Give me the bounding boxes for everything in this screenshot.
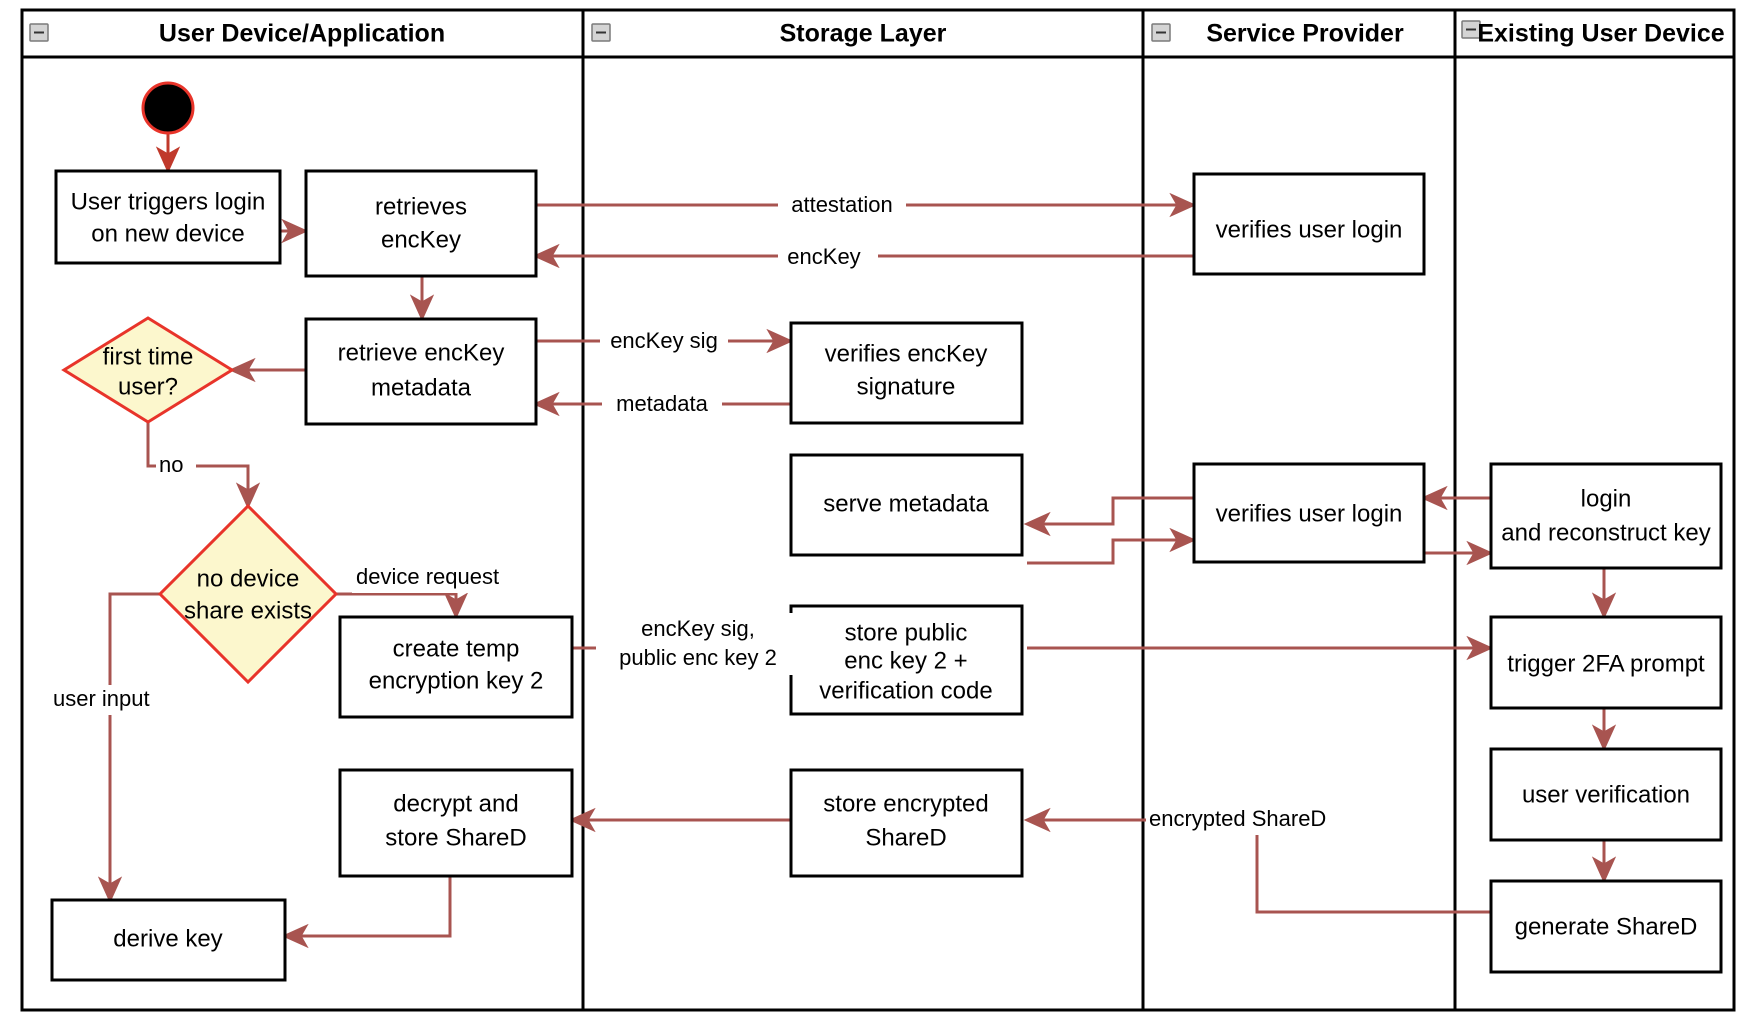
flow-decrypt-to-derive-key	[281, 876, 452, 949]
edge-label-text: device request	[356, 564, 499, 589]
node-retrieve-enckey-metadata[interactable]: retrieve encKey metadata	[304, 317, 538, 426]
edge-label-enckey-sig-public-enc-key-2: encKey sig, public enc key 2	[596, 613, 800, 675]
node-user-triggers-login[interactable]: User triggers login on new device	[54, 169, 282, 265]
node-no-device-share-exists[interactable]: no device share exists	[157, 503, 339, 685]
edge-label-device-request: device request	[352, 563, 520, 593]
node-verifies-enckey-signature[interactable]: verifies encKey signature	[789, 321, 1024, 425]
node-verifies-user-login-1[interactable]: verifies user login	[1192, 172, 1426, 276]
edge-label-text: encKey sig	[610, 328, 718, 353]
lane-title-storage-layer: Storage Layer	[780, 20, 947, 48]
edge-label-no: no	[156, 452, 196, 480]
node-label-line1: no device	[197, 565, 300, 592]
node-label-line2: share exists	[184, 597, 312, 624]
lane-header-storage-layer[interactable]: Storage Layer	[591, 20, 947, 48]
node-label-line2: ShareD	[865, 824, 946, 851]
node-label-line1: verifies user login	[1216, 500, 1403, 527]
edge-label-text-line1: encKey sig,	[641, 616, 755, 641]
node-label-line2: and reconstruct key	[1501, 519, 1710, 546]
lane-header-user-device[interactable]: User Device/Application	[29, 20, 445, 48]
edge-label-text: user input	[53, 686, 150, 711]
node-label-line2: encKey	[381, 226, 461, 253]
node-label-line1: store public	[845, 619, 968, 646]
node-verifies-user-login-2[interactable]: verifies user login	[1192, 462, 1426, 564]
node-label-line1: derive key	[113, 925, 222, 952]
flow-serve-metadata-in	[1023, 496, 1193, 537]
flow-user-input	[97, 592, 160, 904]
edge-label-enckey-sig: encKey sig	[600, 326, 728, 356]
lane-header-existing-user-device[interactable]: Existing User Device	[1461, 20, 1725, 48]
edge-label-text: encKey	[787, 244, 860, 269]
node-user-verification[interactable]: user verification	[1489, 747, 1723, 842]
node-label-line1: retrieves	[375, 193, 467, 220]
flow-serve-metadata-out	[1027, 527, 1197, 565]
node-start[interactable]	[141, 81, 195, 135]
node-store-public-enc-key-2[interactable]: store public enc key 2 + verification co…	[789, 604, 1024, 716]
node-label-line2: store ShareD	[385, 824, 526, 851]
node-serve-metadata[interactable]: serve metadata	[789, 453, 1024, 557]
node-trigger-2fa-prompt[interactable]: trigger 2FA prompt	[1489, 615, 1723, 710]
node-label-line1: serve metadata	[823, 490, 989, 517]
node-label-line2: encryption key 2	[369, 667, 544, 694]
lane-title-user-device: User Device/Application	[159, 20, 445, 48]
node-create-temp-encryption-key-2[interactable]: create temp encryption key 2	[338, 615, 574, 719]
lane-header-service-provider[interactable]: Service Provider	[1151, 20, 1404, 48]
node-label-line1: trigger 2FA prompt	[1507, 650, 1705, 677]
node-decrypt-and-store-shared[interactable]: decrypt and store ShareD	[338, 768, 574, 878]
flow-encrypted-shared	[1023, 807, 1490, 914]
node-login-and-reconstruct-key[interactable]: login and reconstruct key	[1489, 462, 1723, 570]
edge-label-text: metadata	[616, 391, 708, 416]
node-label-line1: generate ShareD	[1515, 913, 1698, 940]
flow-device-request	[336, 592, 469, 620]
node-first-time-user[interactable]: first time user?	[61, 316, 235, 424]
node-derive-key[interactable]: derive key	[50, 898, 287, 982]
node-label-line1: verifies user login	[1216, 216, 1403, 243]
node-label-line1: verifies encKey	[825, 340, 988, 367]
node-label-line1: User triggers login	[71, 188, 266, 215]
flow-no-branch	[146, 420, 261, 510]
node-label-line2: on new device	[91, 220, 244, 247]
node-label-line1: retrieve encKey	[338, 339, 505, 366]
node-label-line1: login	[1581, 485, 1632, 512]
edge-label-enckey: encKey	[778, 242, 878, 272]
node-retrieves-enckey[interactable]: retrieves encKey	[304, 169, 538, 278]
node-label-line2: enc key 2 +	[844, 647, 967, 674]
node-generate-shared[interactable]: generate ShareD	[1489, 879, 1723, 974]
node-label-line2: signature	[857, 373, 956, 400]
node-label-line2: user?	[118, 373, 178, 400]
node-label-line1: create temp	[393, 635, 520, 662]
node-label-line1: user verification	[1522, 781, 1690, 808]
node-store-encrypted-shared[interactable]: store encrypted ShareD	[789, 768, 1024, 878]
edge-label-encrypted-shared: encrypted ShareD	[1146, 805, 1338, 835]
lane-title-service-provider: Service Provider	[1206, 20, 1404, 48]
edge-label-text: attestation	[791, 192, 893, 217]
node-label-line1: store encrypted	[823, 790, 988, 817]
lane-title-existing-user-device: Existing User Device	[1477, 20, 1724, 48]
node-label-line1: first time	[103, 343, 194, 370]
edge-label-text: no	[159, 452, 183, 477]
node-label-line3: verification code	[819, 677, 992, 704]
node-label-line2: metadata	[371, 374, 472, 401]
edge-label-metadata: metadata	[602, 389, 722, 419]
edge-label-attestation: attestation	[778, 190, 906, 220]
node-label-line1: decrypt and	[393, 790, 518, 817]
edge-label-text-line2: public enc key 2	[619, 645, 777, 670]
edge-label-user-input: user input	[50, 685, 174, 715]
edge-label-text: encrypted ShareD	[1149, 806, 1326, 831]
